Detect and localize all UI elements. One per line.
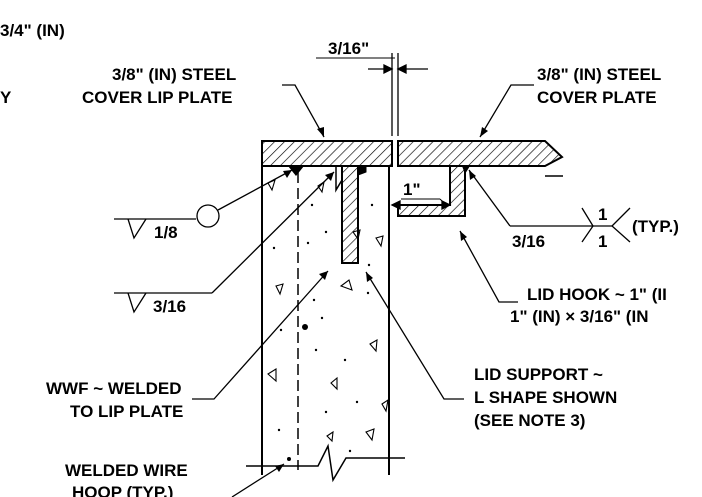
hook-gap-dimension: [390, 198, 452, 211]
typ-label: (TYP.): [632, 217, 679, 236]
left-fragment: Y: [0, 88, 12, 107]
weld-symbol-1-8: [114, 169, 293, 240]
arrow-weld-right: [469, 170, 476, 180]
concrete-specks: [272, 203, 374, 453]
cover-plate: [397, 140, 564, 167]
weld-symbol-right: [468, 169, 631, 243]
leader-cover-lip-plate: [282, 84, 325, 138]
hoop-bar-dot: [302, 324, 308, 330]
lid-support-label-1: LID SUPPORT ~: [474, 365, 603, 384]
leader-lid-support: [365, 271, 464, 400]
weld-3-16-right-label: 3/16: [512, 232, 545, 251]
hook-gap-label: 1": [403, 180, 421, 199]
lid-support-top-flange: [357, 165, 367, 176]
arrow-weld-1-8: [283, 170, 292, 178]
weld-frac-bottom: 1: [598, 232, 607, 251]
arrow-lid-hook: [460, 231, 467, 241]
cover-lip-plate: [261, 140, 393, 167]
leader-cover-plate: [479, 84, 534, 138]
cover-plate-label-1: 3/8" (IN) STEEL: [537, 65, 661, 84]
wire-label-1: WELDED WIRE: [65, 461, 188, 480]
hoop-bar-dot-low: [287, 457, 291, 461]
break-line: [246, 443, 405, 483]
gap-dim-label: 3/16": [328, 39, 369, 58]
lid-hook-label-2: 1" (IN) × 3/16" (IN: [510, 307, 648, 326]
weld-frac-top: 1: [598, 205, 607, 224]
lid-support-label-2: L SHAPE SHOWN: [474, 388, 617, 407]
cover-plate-label-2: COVER PLATE: [537, 88, 657, 107]
wwf-label-1: WWF ~ WELDED: [46, 379, 182, 398]
top-left-fragment: 3/4" (IN): [0, 21, 65, 40]
leader-wwf: [192, 270, 329, 400]
lid-hook-label-1: LID HOOK ~ 1" (II: [527, 285, 667, 304]
fillet-weld-hook: [462, 166, 470, 174]
lid-support-label-3: (SEE NOTE 3): [474, 411, 585, 430]
lip-plate-label-1: 3/8" (IN) STEEL: [112, 65, 236, 84]
lid-support-angle: [341, 165, 359, 264]
weld-3-16-left-label: 3/16: [153, 297, 186, 316]
wire-label-2: HOOP (TYP.): [72, 483, 173, 497]
arrow-wwf: [319, 271, 328, 280]
weld-symbol-3-16-left: [114, 171, 335, 314]
concrete-wall: [246, 165, 405, 483]
weld-1-8-label: 1/8: [154, 223, 178, 242]
arrow-welded-wire: [275, 464, 284, 472]
arrow-cover-lip-plate: [317, 127, 324, 137]
arrow-cover-plate: [480, 127, 488, 137]
gap-dimension: [316, 53, 428, 136]
arrow-lid-support: [366, 272, 373, 282]
arrow-weld-3-16-left: [325, 172, 334, 181]
fillet-weld-left: [288, 166, 304, 176]
lip-plate-label-2: COVER LIP PLATE: [82, 88, 233, 107]
wwf-label-2: TO LIP PLATE: [70, 402, 183, 421]
lid-support-flange: [335, 165, 343, 193]
leader-lid-hook: [459, 230, 518, 303]
leader-welded-wire: [231, 463, 285, 497]
steel-plates: [261, 140, 564, 264]
